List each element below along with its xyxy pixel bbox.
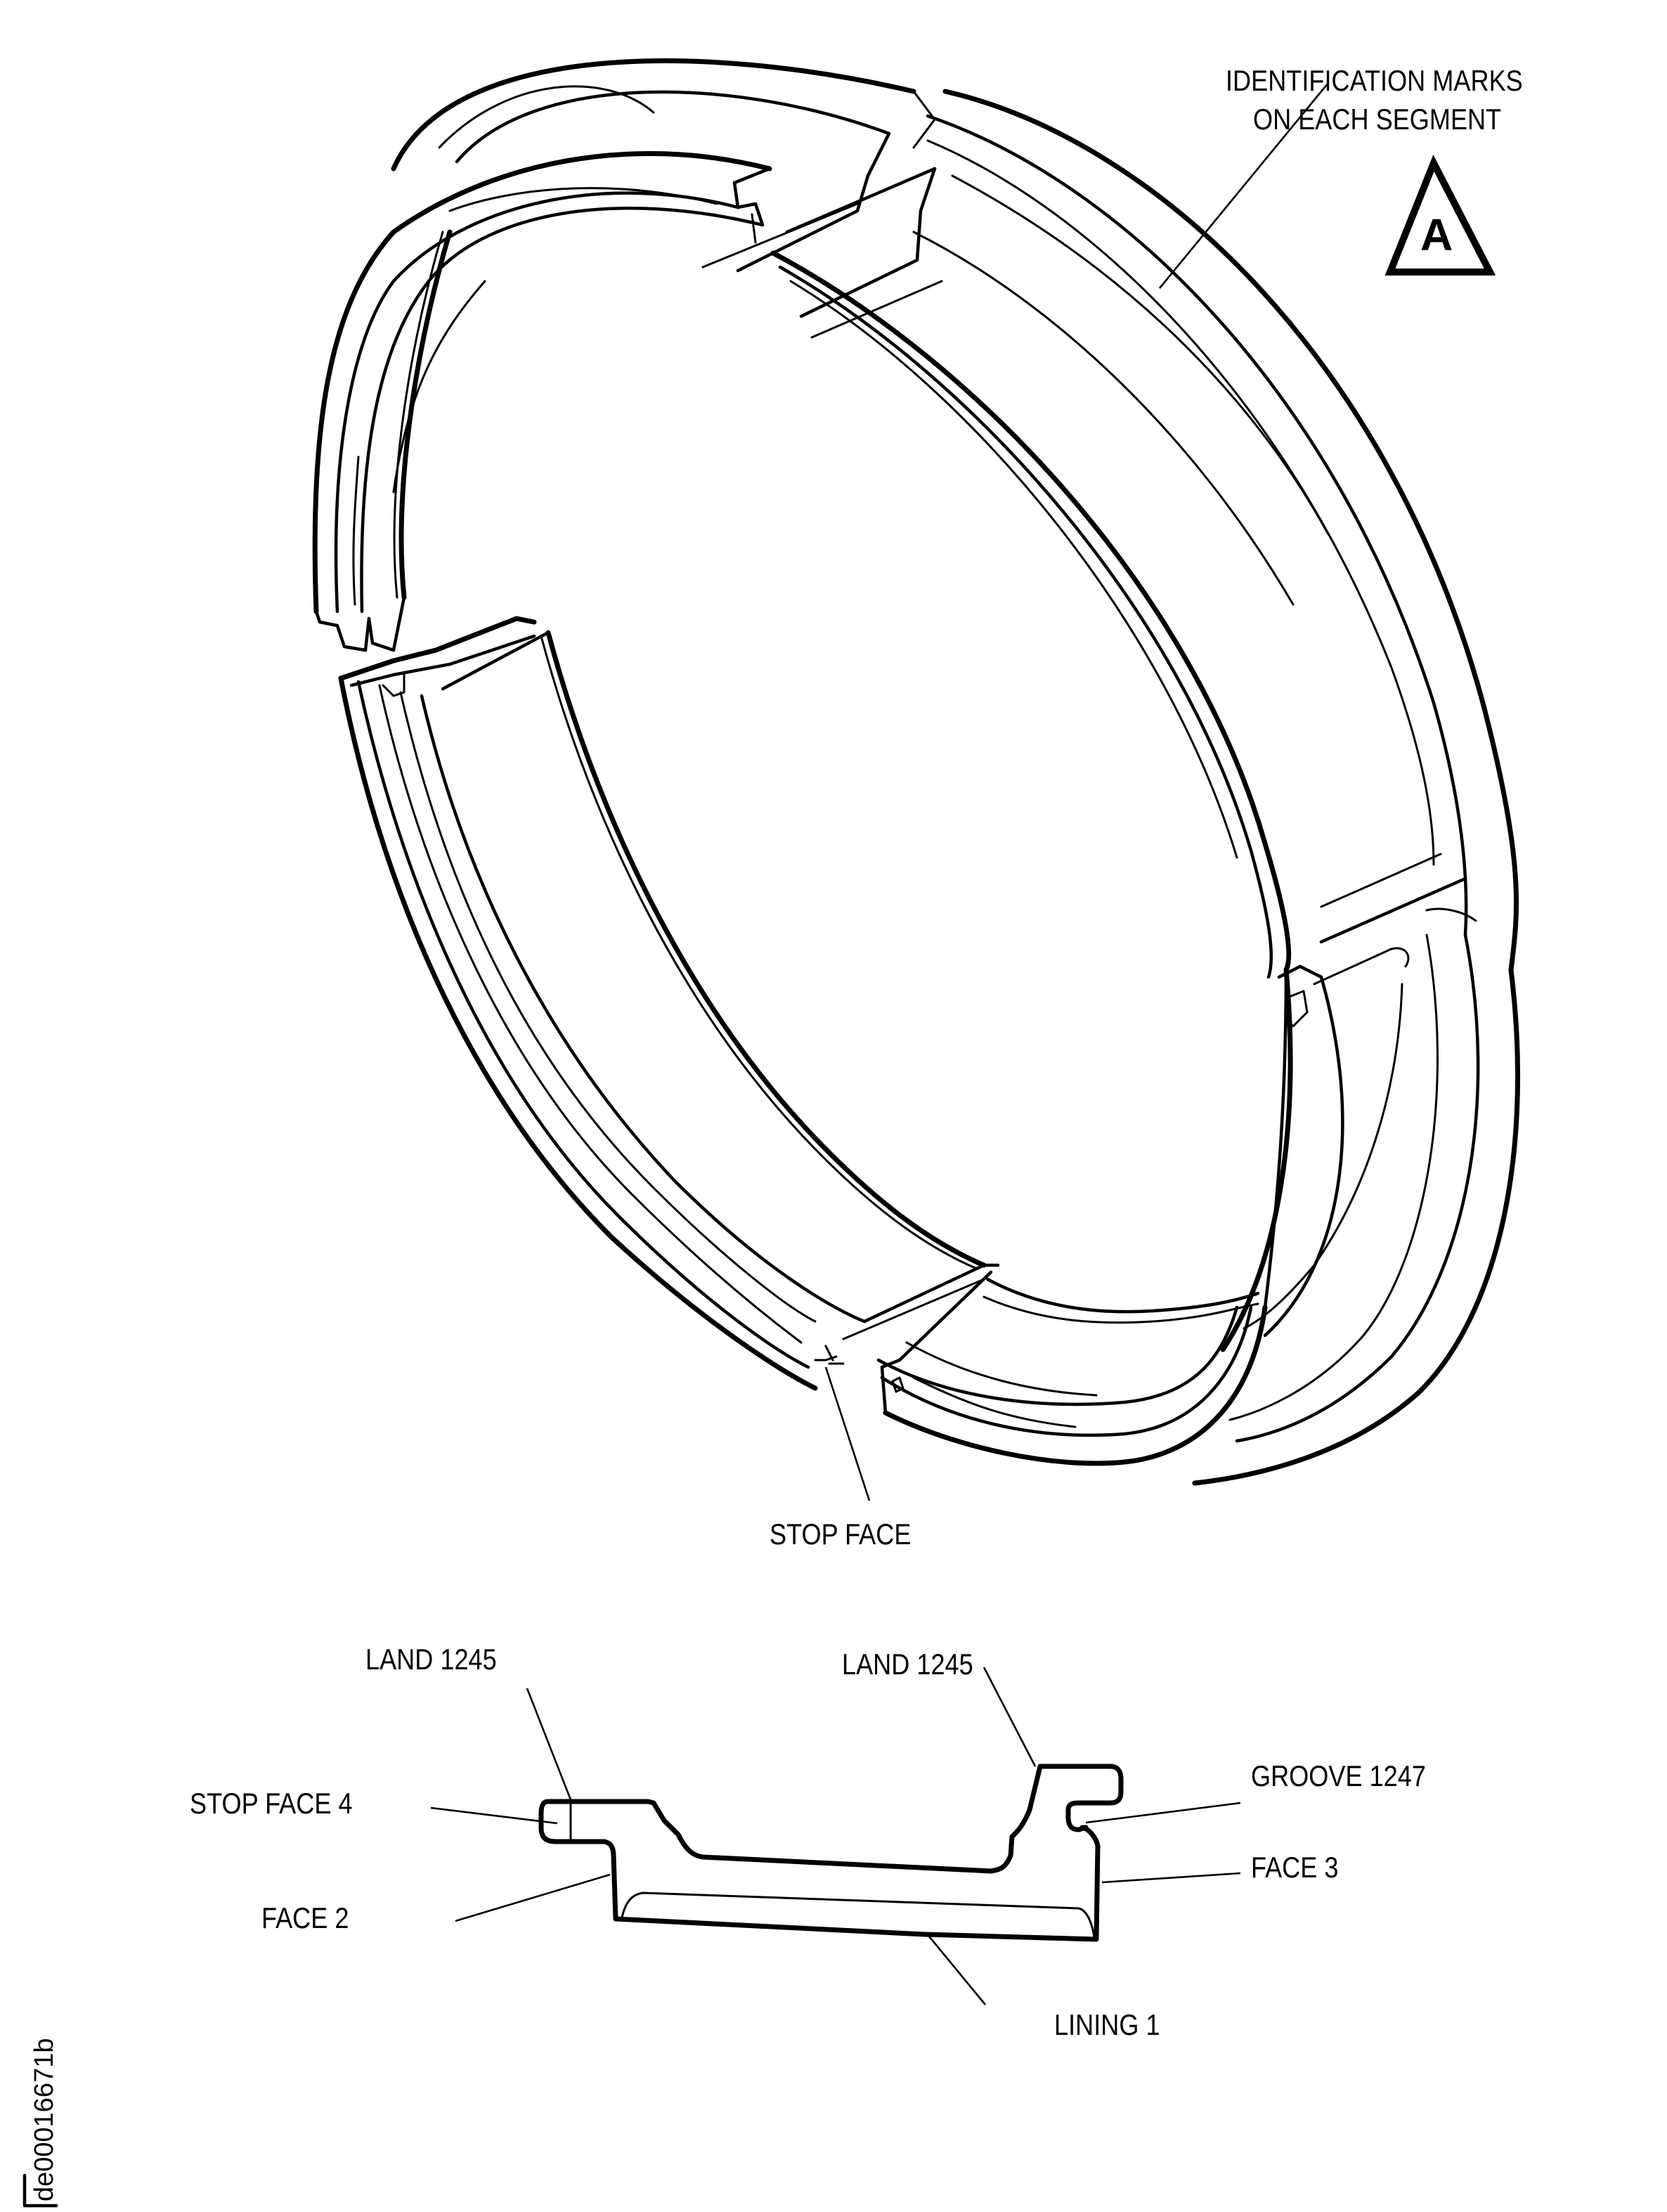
ring-inner-rim <box>770 250 1292 1309</box>
identification-marks-line1: IDENTIFICATION MARKS <box>1226 64 1523 97</box>
land-1245-right-label: LAND 1245 <box>842 1648 973 1681</box>
ring-segment-left-upper <box>312 151 772 652</box>
identification-marks-line2: ON EACH SEGMENT <box>1253 103 1502 136</box>
face-2-label: FACE 2 <box>261 1901 349 1934</box>
groove-1247-label: GROOVE 1247 <box>1251 1759 1426 1792</box>
face-3-leader-line <box>1101 1872 1241 1884</box>
lining-1-label: LINING 1 <box>1054 2008 1160 2041</box>
identification-leader-line <box>1158 82 1330 289</box>
ring-segment-right-lower <box>1192 907 1520 1486</box>
profile-outline <box>538 1764 1124 1942</box>
ring-segment-top-rear <box>391 58 936 273</box>
face-3-label: FACE 3 <box>1251 1851 1339 1884</box>
stop-face-leader-line <box>824 1366 871 1501</box>
land-right-leader-line <box>982 1667 1037 1767</box>
lining-outline <box>621 1891 1096 1939</box>
ring-segment-bottom-front <box>824 1270 1268 1466</box>
doc-id-corner-bracket <box>22 2173 58 2208</box>
lining-leader-line <box>925 1932 987 2005</box>
land-1245-left-label: LAND 1245 <box>365 1643 497 1676</box>
face-2-leader-line <box>455 1873 611 1922</box>
stop-face-4-leader-line <box>430 1806 558 1825</box>
groove-leader-line <box>1085 1802 1241 1824</box>
land-left-leader-line <box>526 1688 573 1802</box>
stop-face-4-label: STOP FACE 4 <box>190 1787 353 1820</box>
marker-triangle-icon <box>1384 154 1496 276</box>
ring-segment-left-lower <box>338 616 1000 1391</box>
ring-segment-right-rear <box>785 89 1519 973</box>
document-id: de00016671b <box>30 2038 59 2201</box>
marker-letter-a: A <box>1420 209 1453 260</box>
stop-face-label: STOP FACE <box>770 1518 912 1551</box>
